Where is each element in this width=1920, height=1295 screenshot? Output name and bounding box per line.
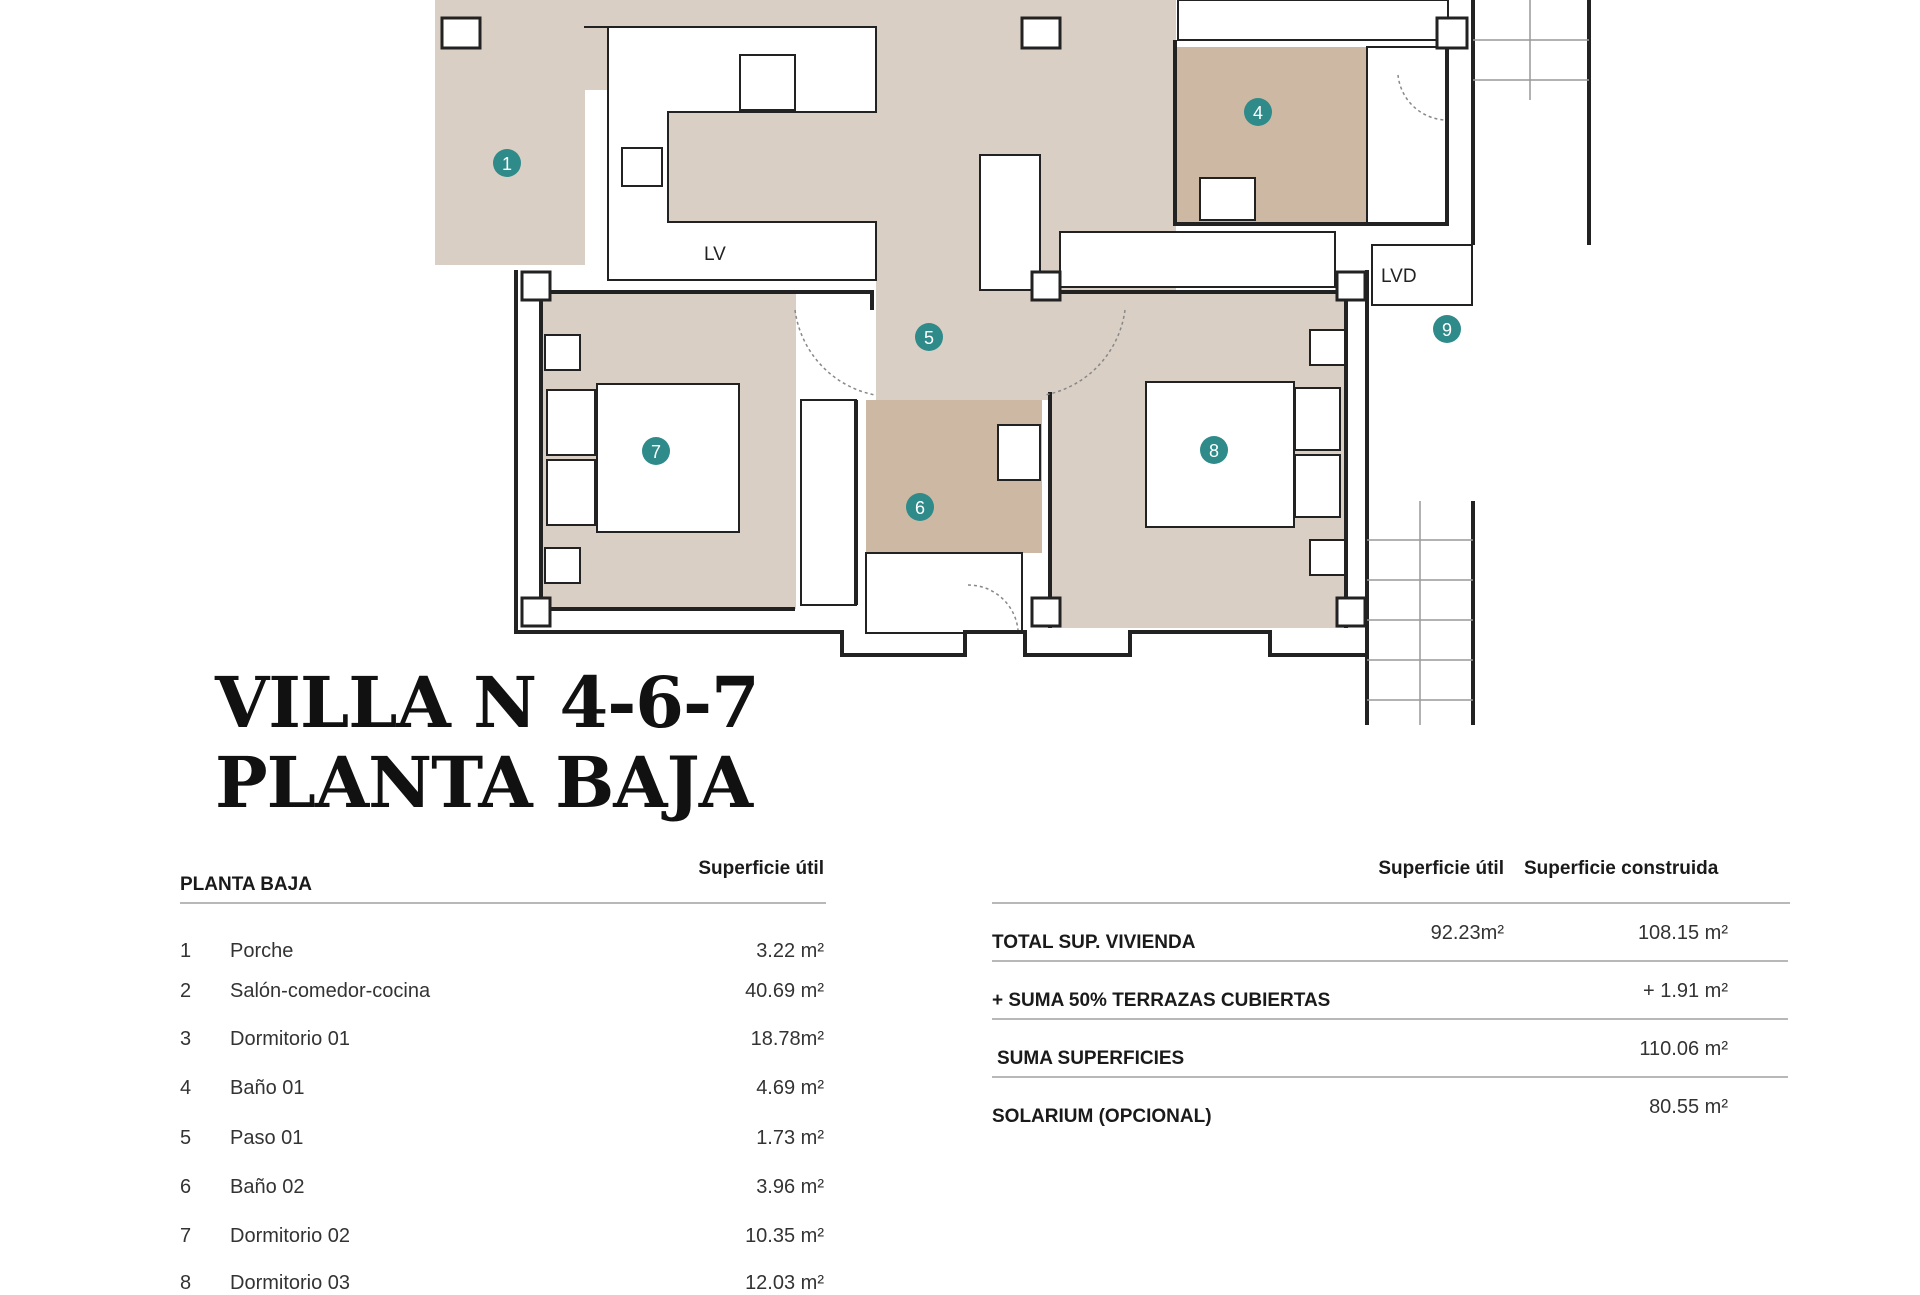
- columns: [440, 16, 1469, 628]
- room-number: 8: [180, 1272, 192, 1294]
- marker-4: 4: [1244, 98, 1272, 126]
- svg-text:5: 5: [924, 328, 934, 348]
- room-number: 4: [180, 1077, 192, 1099]
- svg-text:7: 7: [651, 442, 661, 462]
- rooms-table-heading: PLANTA BAJA: [180, 874, 312, 895]
- room-name: Baño 02: [230, 1176, 305, 1198]
- room-area: 4.69 m²: [756, 1077, 824, 1099]
- rooms-table-column: Superficie útil: [698, 858, 824, 879]
- room-name: Baño 01: [230, 1077, 305, 1099]
- room-number: 2: [180, 980, 192, 1002]
- room-name: Salón-comedor-cocina: [230, 980, 431, 1002]
- svg-text:8: 8: [1209, 441, 1219, 461]
- room-area: 40.69 m²: [745, 980, 824, 1002]
- lv-label: LV: [704, 244, 726, 265]
- summary-construida: 110.06 m²: [1639, 1038, 1728, 1060]
- summary-label: TOTAL SUP. VIVIENDA: [992, 932, 1196, 953]
- kitchen: [584, 26, 877, 281]
- floor-plan: LV LVD 1 4 5 6 7 8 9: [435, 0, 1591, 725]
- summary-col-construida: Superficie construida: [1524, 858, 1719, 879]
- marker-5: 5: [915, 323, 943, 351]
- room-name: Dormitorio 01: [230, 1028, 351, 1050]
- bed-7: [596, 383, 740, 533]
- page-title-line2: PLANTA BAJA: [215, 741, 753, 824]
- summary-construida: 108.15 m²: [1637, 922, 1728, 944]
- divider: [992, 1018, 1788, 1020]
- room-area: 3.22 m²: [756, 940, 824, 962]
- room-area: 3.96 m²: [756, 1176, 824, 1198]
- summary-label: SOLARIUM (OPCIONAL): [992, 1106, 1212, 1127]
- summary-label: SUMA SUPERFICIES: [997, 1048, 1185, 1069]
- marker-7: 7: [642, 437, 670, 465]
- page-title-line1: VILLA N 4-6-7: [215, 661, 760, 744]
- summary-construida: + 1.91 m²: [1642, 980, 1728, 1002]
- room-number: 6: [180, 1176, 192, 1198]
- room-area: 12.03 m²: [745, 1272, 824, 1294]
- svg-text:9: 9: [1442, 320, 1452, 340]
- marker-1: 1: [493, 149, 521, 177]
- marker-6: 6: [906, 493, 934, 521]
- doors: [794, 74, 1446, 631]
- divider: [992, 960, 1788, 962]
- corridor-cabinet: [1059, 231, 1336, 288]
- svg-text:6: 6: [915, 498, 925, 518]
- summary-construida: 80.55 m²: [1649, 1096, 1728, 1118]
- lvd-label: LVD: [1381, 266, 1417, 287]
- room-number: 3: [180, 1028, 192, 1050]
- divider: [992, 1076, 1788, 1078]
- stairs: [1367, 0, 1589, 725]
- room-name: Paso 01: [230, 1127, 304, 1149]
- room-name: Porche: [230, 940, 294, 962]
- room-area: 1.73 m²: [756, 1127, 824, 1149]
- room-name: Dormitorio 02: [230, 1225, 351, 1247]
- walls: [514, 0, 1591, 725]
- marker-8: 8: [1200, 436, 1228, 464]
- room-area: 10.35 m²: [745, 1225, 824, 1247]
- lvd-box: [1371, 244, 1473, 306]
- room-number: 7: [180, 1225, 192, 1247]
- svg-text:1: 1: [502, 154, 512, 174]
- summary-col-util: Superficie útil: [1378, 858, 1504, 879]
- room-area: 18.78m²: [750, 1028, 824, 1050]
- room-name: Dormitorio 03: [230, 1272, 351, 1294]
- room-number: 1: [180, 940, 192, 962]
- room-number: 5: [180, 1127, 192, 1149]
- summary-util: 92.23m²: [1430, 922, 1504, 944]
- summary-label: + SUMA 50% TERRAZAS CUBIERTAS: [992, 990, 1331, 1011]
- svg-text:4: 4: [1253, 103, 1263, 123]
- marker-9: 9: [1433, 315, 1461, 343]
